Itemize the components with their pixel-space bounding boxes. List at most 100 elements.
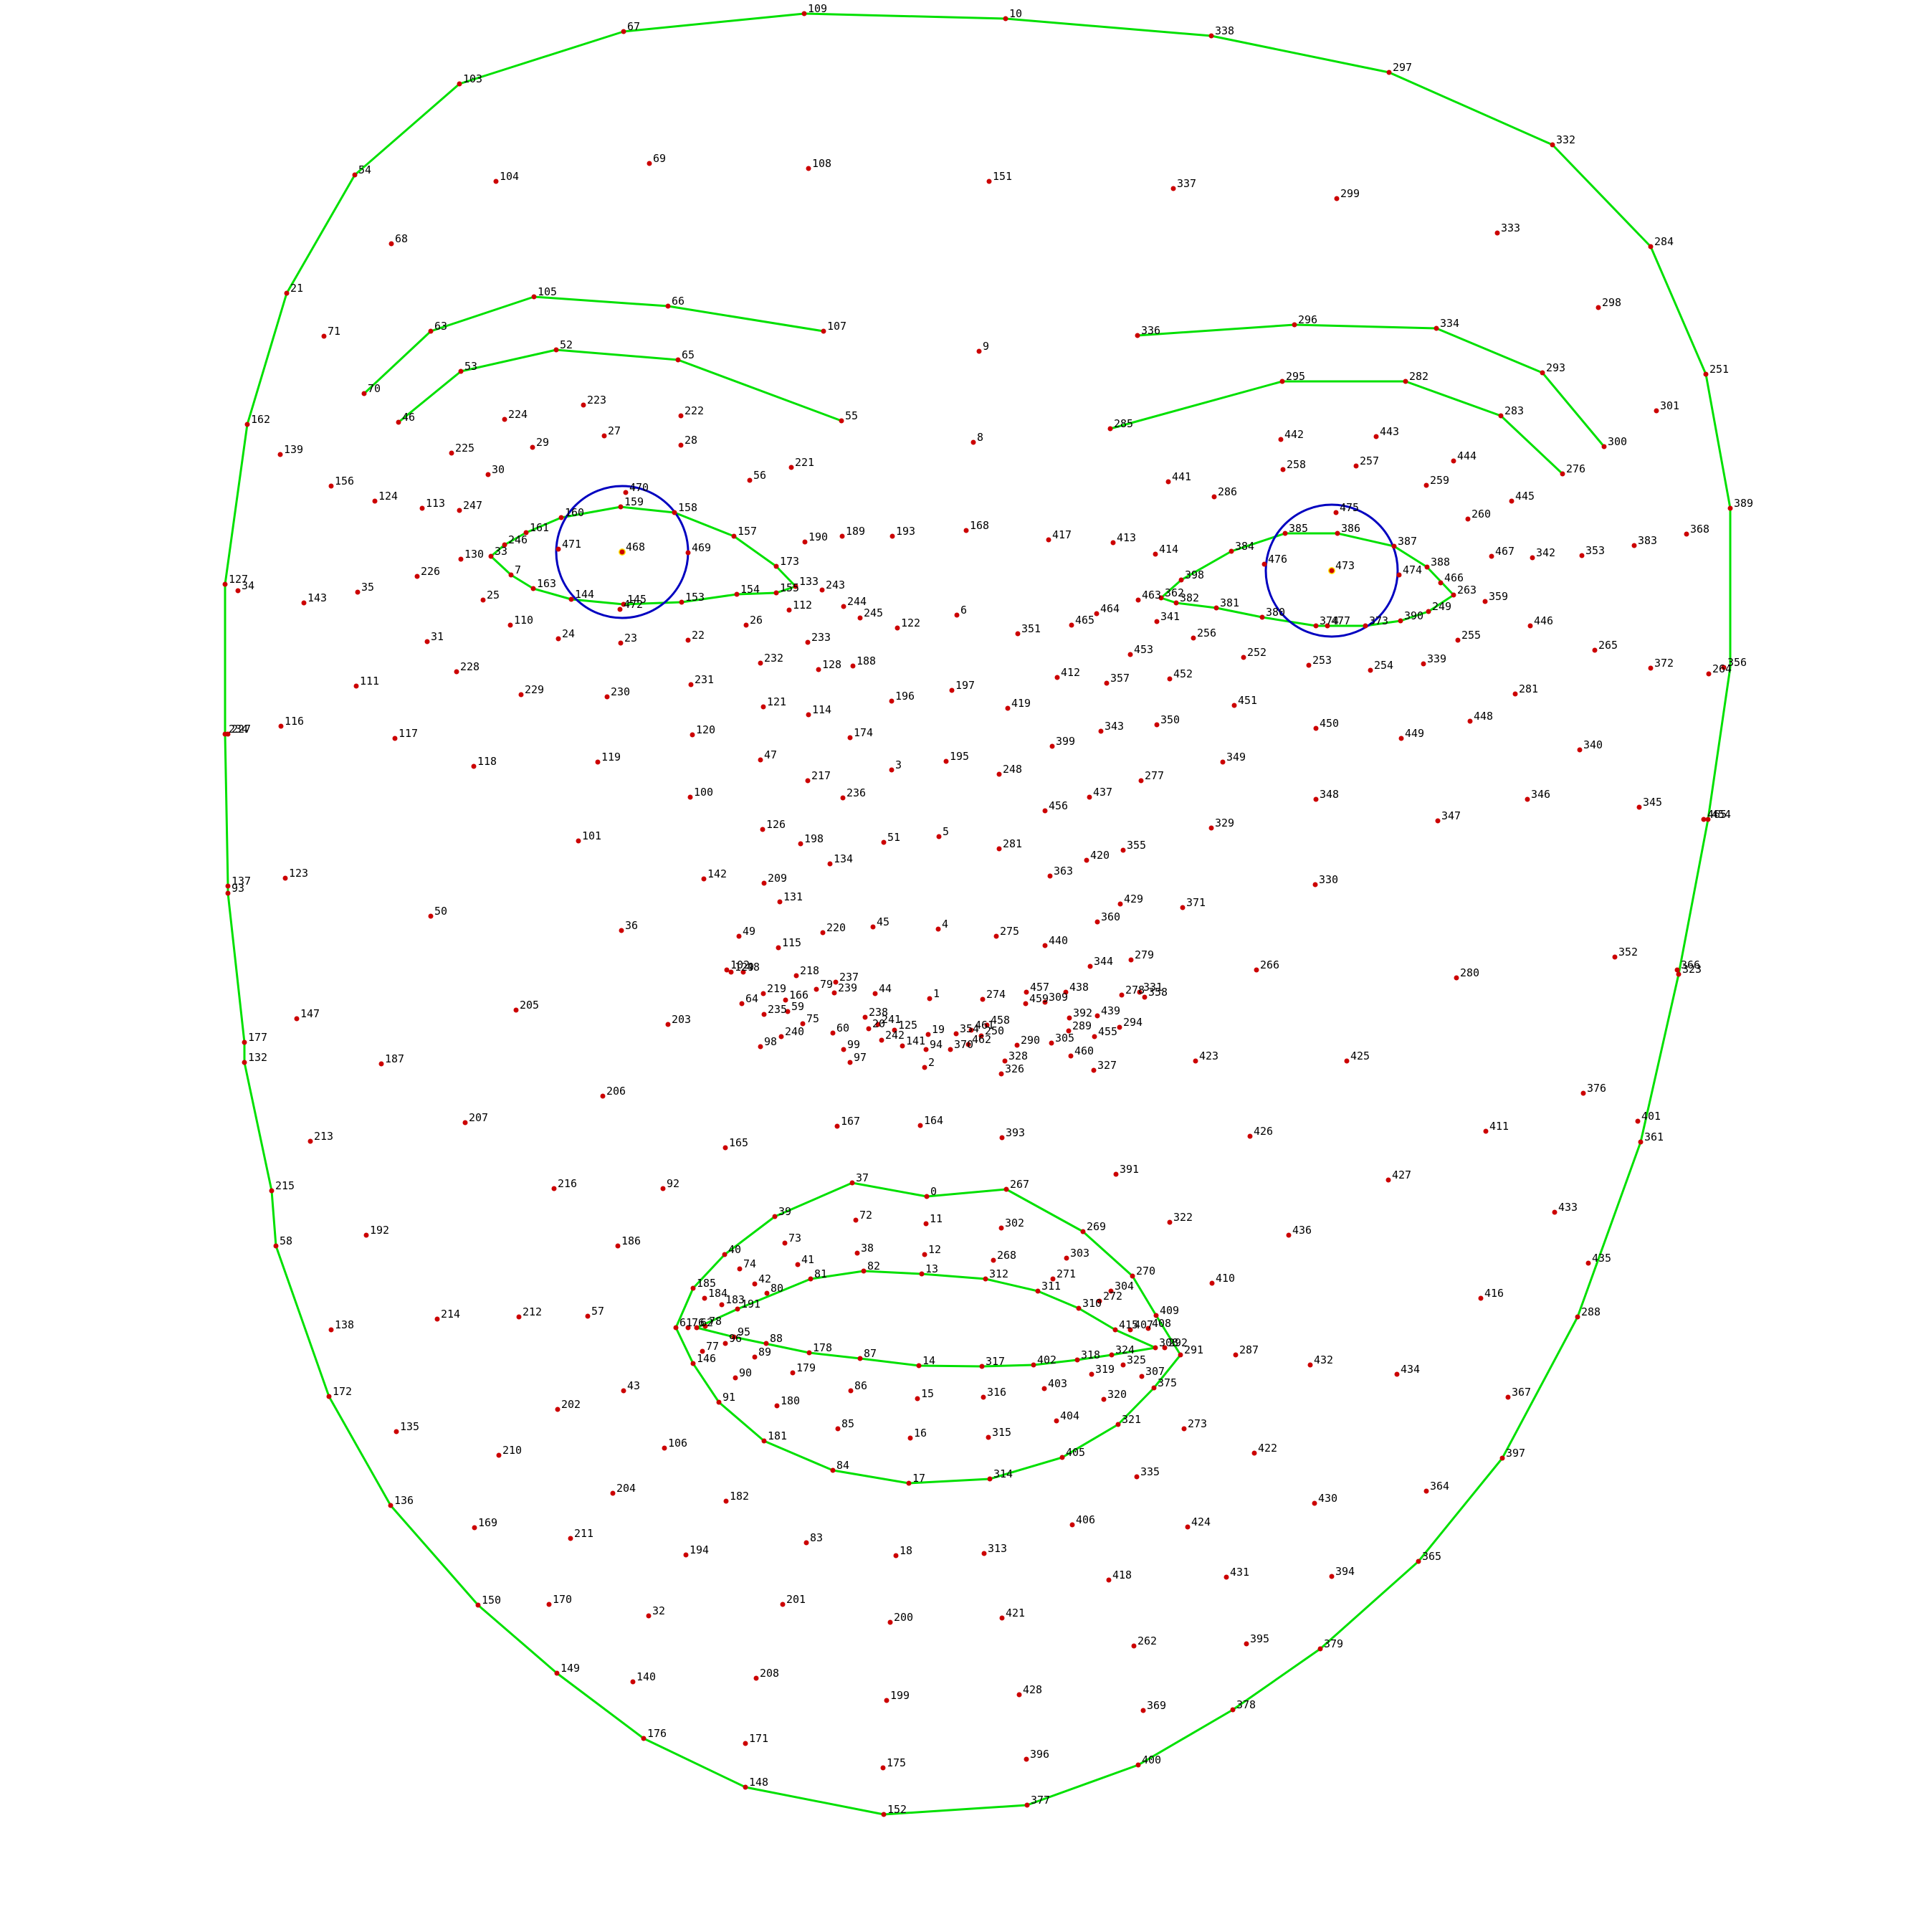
landmark-point [808,1276,814,1282]
landmark-label: 457 [1030,981,1049,994]
landmark-label: 88 [770,1332,783,1345]
landmark-point [1577,747,1583,753]
landmark-label: 326 [1005,1062,1024,1075]
landmark-label: 256 [1197,627,1216,639]
landmark-label: 386 [1341,522,1360,535]
landmark-point [1119,992,1125,998]
landmark-point [1139,1374,1145,1379]
landmark-point [672,510,677,515]
landmark-label: 466 [1444,571,1464,584]
landmark-point [736,933,742,939]
landmark-point [987,1476,993,1482]
landmark-point [772,1214,778,1219]
landmark-label: 412 [1061,666,1080,679]
landmark-point [1016,1692,1022,1698]
landmark-point [1097,1298,1102,1304]
landmark-point [900,1043,905,1049]
landmark-label: 307 [1145,1365,1165,1378]
landmark-point [976,348,982,354]
landmark-point [1601,444,1607,449]
right-brow-upper-contour [363,295,824,395]
landmark-point [1435,818,1441,824]
landmark-label: 143 [307,591,327,604]
landmark-label: 105 [538,285,557,298]
landmark-label: 189 [846,525,865,538]
landmark-label: 284 [1654,235,1674,248]
landmark-point [1251,1450,1257,1456]
landmark-point [805,639,811,645]
landmark-point [392,736,398,741]
landmark-point [806,712,811,718]
landmark-label: 298 [1602,296,1621,309]
landmark-point [244,422,250,427]
landmark-point [849,1180,855,1186]
landmark-point [924,1194,930,1199]
landmark-label: 464 [1100,602,1120,615]
landmark-point [1313,623,1319,629]
contour-lines [224,12,1732,1816]
landmark-label: 29 [536,436,549,449]
landmark-label: 39 [778,1205,791,1218]
landmark-label: 420 [1090,849,1110,862]
landmark-point [889,698,895,704]
landmark-label: 299 [1340,187,1360,200]
landmark-label: 382 [1180,591,1199,604]
landmark-label: 163 [537,577,556,590]
landmark-point [1117,901,1123,907]
landmark-point [1648,665,1654,671]
landmark-label: 203 [672,1013,691,1026]
landmark-point [1209,1280,1215,1286]
landmark-label: 30 [492,463,505,476]
landmark-point [1153,1345,1158,1351]
landmark-point [1135,597,1141,603]
landmark-label: 354 [960,1022,979,1035]
landmark-label: 308 [1159,1336,1178,1349]
landmark-label: 225 [455,442,474,455]
landmark-label: 75 [806,1012,819,1025]
landmark-point [1112,1327,1118,1333]
landmark-point [1042,808,1048,814]
landmark-point [1220,759,1226,765]
landmark-point [1676,971,1682,977]
landmark-point [485,472,491,477]
landmark-point [1151,1385,1157,1391]
landmark-point [1706,671,1712,677]
landmark-point [1334,196,1340,201]
landmark-label: 25 [487,589,500,601]
landmark-point [1394,1371,1400,1377]
landmark-label: 241 [882,1013,901,1026]
landmark-point [970,439,976,445]
landmark-label: 318 [1081,1348,1100,1361]
landmark-point [776,945,781,951]
landmark-point [1208,825,1214,831]
landmark-point [798,841,803,847]
landmark-point [690,732,695,738]
landmark-label: 300 [1608,435,1627,448]
landmark-label: 55 [845,409,858,422]
landmark-label: 123 [289,867,308,880]
landmark-label: 185 [697,1277,716,1290]
landmark-label: 72 [859,1209,872,1222]
landmark-label: 449 [1405,727,1424,740]
landmark-point [225,883,231,889]
landmark-point [861,1268,867,1274]
landmark-label: 79 [820,978,833,991]
landmark-label: 440 [1049,934,1068,947]
landmark-point [984,1022,990,1028]
landmark-point [1128,957,1134,963]
landmark-label: 24 [562,627,575,640]
landmark-label: 220 [826,921,846,934]
landmark-point [774,1403,780,1409]
landmark-label: 392 [1073,1007,1092,1019]
landmark-point [555,1407,561,1412]
landmark-label: 331 [1143,981,1163,994]
landmark-label: 132 [248,1051,267,1064]
landmark-point [1525,796,1530,802]
landmark-label: 408 [1152,1317,1171,1330]
landmark-label: 321 [1122,1413,1141,1426]
landmark-label: 188 [857,655,876,667]
landmark-point [475,1602,481,1608]
landmark-point [1580,1090,1586,1096]
landmark-point [1106,1577,1112,1583]
landmark-point [788,465,794,470]
